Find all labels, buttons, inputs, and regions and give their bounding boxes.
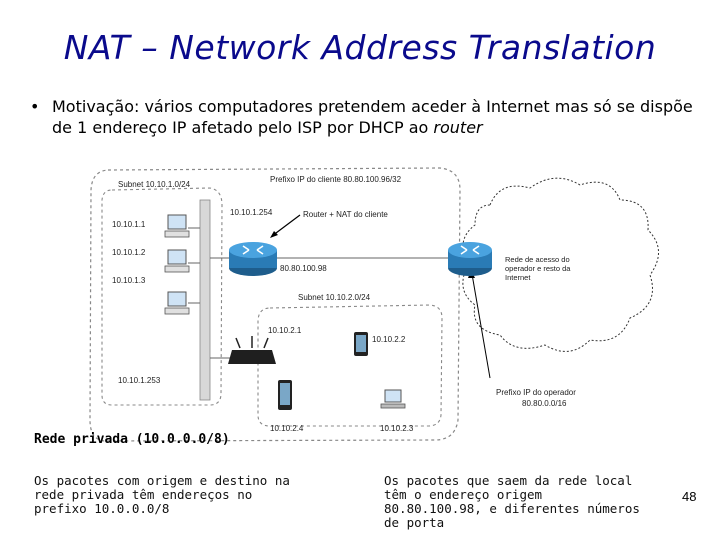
bullet-dot-icon: • xyxy=(30,97,40,116)
wireless-w1-ip: 10.10.2.1 xyxy=(268,326,302,335)
pc-icon-h1 xyxy=(164,214,190,238)
slide-title: NAT – Network Address Translation xyxy=(63,28,657,67)
router-outside-ip: 80.80.100.98 xyxy=(280,264,327,273)
host-h1-ip: 10.10.1.1 xyxy=(112,220,146,229)
pc-icon-h2 xyxy=(164,249,190,273)
private-network-label: Rede privada (10.0.0.0/8) xyxy=(34,432,230,447)
switch-bar xyxy=(199,199,211,401)
smartphone-icon-w4 xyxy=(278,380,292,410)
pc-icon-h3 xyxy=(164,291,190,315)
client-area-border xyxy=(89,167,461,442)
cloud-label: Rede de acesso do operador e resto da In… xyxy=(505,255,571,282)
operator-prefix-value: 80.80.0.0/16 xyxy=(522,399,567,408)
bullet-router-word: router xyxy=(433,118,483,137)
client-router-icon xyxy=(229,242,277,276)
note-left: Os pacotes com origem e destino na rede … xyxy=(34,473,290,516)
operator-prefix-arrow xyxy=(471,273,491,379)
wireless-w4-ip: 10.10.2.4 xyxy=(270,424,304,433)
operator-router-icon xyxy=(448,242,492,276)
laptop-icon-w3 xyxy=(380,389,406,409)
host-h3-ip: 10.10.1.3 xyxy=(112,276,146,285)
bullet-text: Motivação: vários computadores pretendem… xyxy=(52,96,700,138)
wireless-ap-icon xyxy=(228,336,276,364)
note-right: Os pacotes que saem da rede local têm o … xyxy=(384,473,640,530)
wireless-w2-ip: 10.10.2.2 xyxy=(372,335,406,344)
router-label-arrow xyxy=(271,214,301,237)
router-inside-ip: 10.10.1.254 xyxy=(230,208,273,217)
page-number: 48 xyxy=(682,489,697,504)
motivation-bullet: • Motivação: vários computadores pretend… xyxy=(30,96,700,138)
router-label: Router + NAT do cliente xyxy=(303,210,388,219)
router-label-arrowhead xyxy=(270,231,278,238)
subnet1-label: Subnet 10.10.1.0/24 xyxy=(118,180,191,189)
client-prefix-label: Prefixo IP do cliente 80.80.100.96/32 xyxy=(270,175,402,184)
subnet2-label: Subnet 10.10.2.0/24 xyxy=(298,293,371,302)
operator-prefix-caption: Prefixo IP do operador xyxy=(496,388,576,397)
subnet2-area-border xyxy=(257,304,443,427)
ap-ip: 10.10.1.253 xyxy=(118,376,161,385)
bullet-main-text: Motivação: vários computadores pretendem… xyxy=(52,97,693,137)
internet-cloud xyxy=(462,177,659,352)
wireless-w3-ip: 10.10.2.3 xyxy=(380,424,414,433)
host-h2-ip: 10.10.1.2 xyxy=(112,248,146,257)
smartphone-icon-w2 xyxy=(354,332,368,356)
